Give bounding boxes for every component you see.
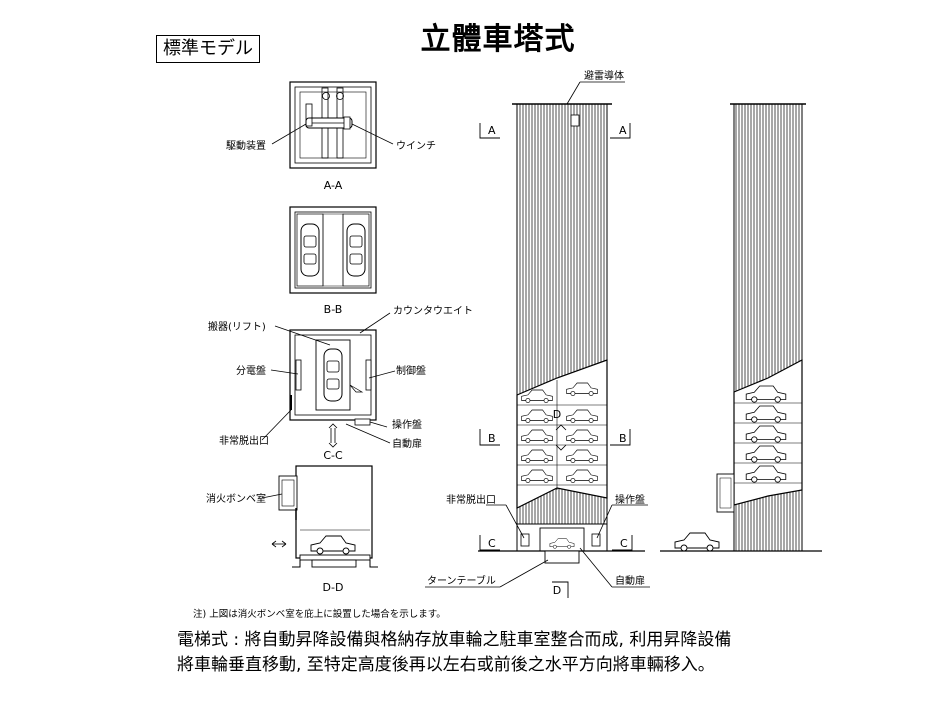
section-dd-side [271, 465, 378, 568]
turntable-label: ターンテーブル [427, 574, 496, 587]
section-cc-label: C-C [323, 449, 343, 462]
marker-b-left: B [488, 432, 496, 445]
auto-door-front-label: 自動扉 [615, 574, 645, 587]
counterweight-label: カウンタウエイト [393, 305, 473, 317]
section-markers [479, 123, 633, 598]
description-caption: 電梯式 : 將自動昇降設備與格納存放車輪之駐車室整合而成, 利用昇降設備 將車輪… [177, 628, 877, 678]
lift-carrier-label: 搬器(リフト) [208, 320, 266, 333]
section-aa-plan [289, 81, 377, 169]
emergency-exit-label: 非常脱出口 [219, 434, 269, 447]
lightning-conductor-label: 避雷導体 [584, 69, 624, 82]
marker-b-right: B [619, 432, 627, 445]
marker-d-top: D [553, 408, 561, 421]
drive-unit-label: 駆動装置 [226, 139, 266, 152]
section-bb-plan [289, 206, 377, 294]
distribution-panel-label: 分電盤 [236, 364, 266, 377]
drawing-note: 注) 上図は消火ボンベ室を庇上に設置した場合を示します。 [193, 608, 446, 620]
operation-panel-front-label: 操作盤 [615, 493, 645, 506]
caption-line-2: 將車輪垂直移動, 至特定高度後再以左右或前後之水平方向將車輛移入。 [177, 655, 715, 675]
standard-model-label: 標準モデル [156, 35, 260, 63]
winch-label: ウインチ [396, 140, 436, 152]
tower-front-elevation [478, 103, 645, 564]
marker-c-right: C [620, 537, 628, 550]
page-title: 立體車塔式 [420, 22, 576, 57]
emergency-exit-front-label: 非常脱出口 [446, 493, 496, 506]
fire-cylinder-room-label: 消火ボンベ室 [206, 492, 266, 505]
operation-panel-label: 操作盤 [392, 418, 422, 431]
section-cc-plan [289, 329, 377, 448]
marker-a-left: A [488, 124, 496, 137]
tower-side-elevation [660, 103, 822, 552]
marker-d-bottom: D [553, 584, 561, 597]
section-dd-label: D-D [323, 581, 344, 594]
marker-c-left: C [488, 537, 496, 550]
control-panel-label: 制御盤 [396, 364, 426, 377]
section-aa-label: A-A [324, 179, 343, 192]
auto-door-label: 自動扉 [392, 437, 422, 450]
section-bb-label: B-B [324, 303, 343, 316]
marker-a-right: A [619, 124, 627, 137]
caption-line-1: 電梯式 : 將自動昇降設備與格納存放車輪之駐車室整合而成, 利用昇降設備 [177, 630, 732, 650]
